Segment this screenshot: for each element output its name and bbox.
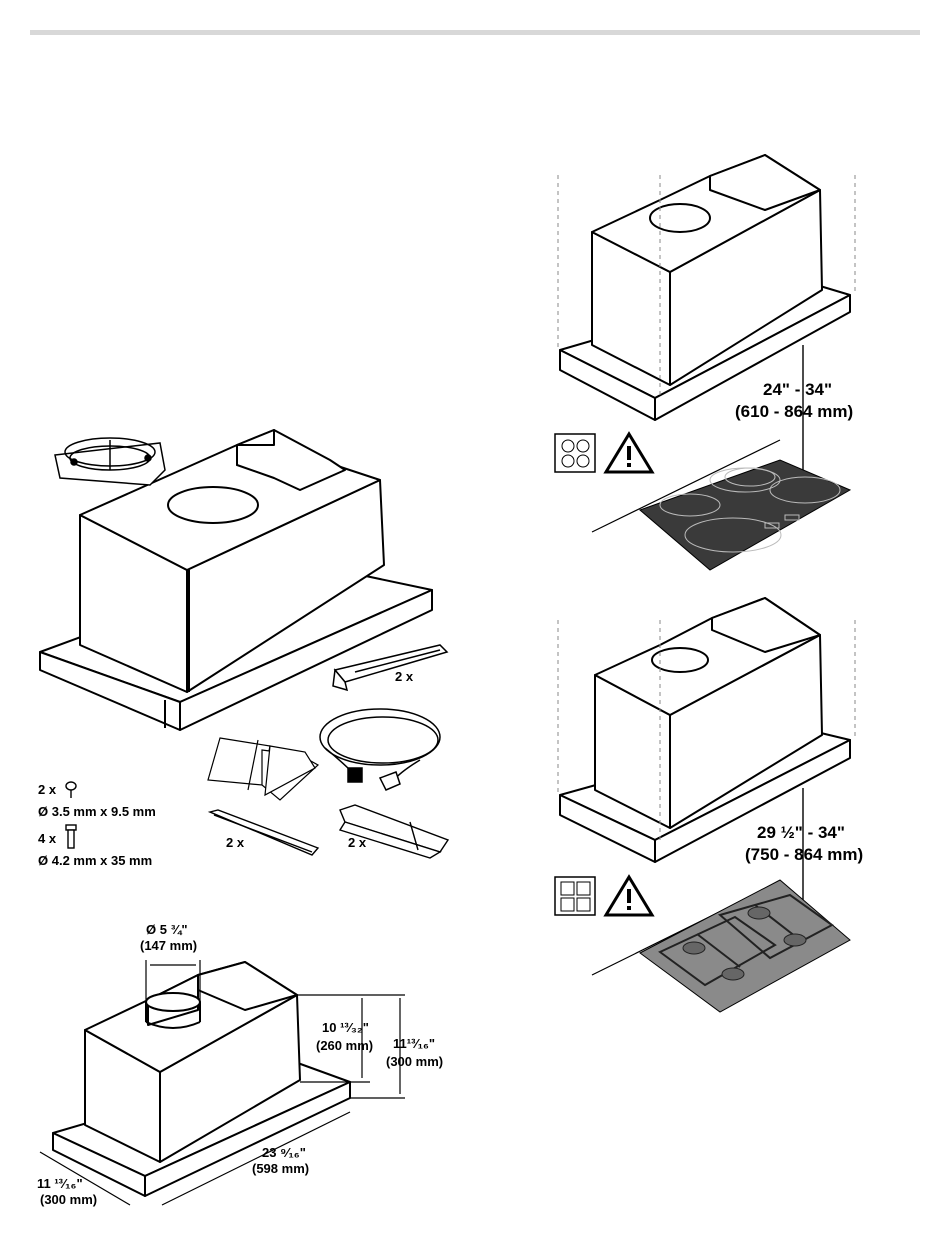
warning-icon-electric <box>606 434 652 472</box>
width-in: 23 ⁹⁄₁₆" <box>262 1145 306 1160</box>
warning-icon-gas <box>606 877 652 915</box>
height1-mm: (260 mm) <box>316 1038 373 1053</box>
width-mm: (598 mm) <box>252 1161 309 1176</box>
manual-booklet-icon <box>208 738 318 800</box>
height1-in: 10 ¹³⁄₃₂" <box>322 1020 369 1035</box>
header-rule <box>30 30 920 35</box>
rail-count: 2 x <box>226 835 245 850</box>
screw2-count: 4 x <box>38 831 57 846</box>
depth-mm: (300 mm) <box>40 1192 97 1207</box>
duct-collar-part <box>55 438 165 485</box>
clearance-electric-in: 24" - 34" <box>763 380 832 399</box>
gas-cooktop-icon <box>555 877 595 915</box>
screw1-size: Ø 3.5 mm x 9.5 mm <box>38 804 156 819</box>
clearance-gas-in: 29 ½" - 34" <box>757 823 845 842</box>
bracket-count: 2 x <box>395 669 414 684</box>
screw1-count: 2 x <box>38 782 57 797</box>
duct-diameter-mm: (147 mm) <box>140 938 197 953</box>
power-cord-part <box>320 709 440 790</box>
clearance-gas-mm: (750 - 864 mm) <box>745 845 863 864</box>
electric-cooktop-icon <box>555 434 595 472</box>
screw-large-icon <box>66 825 76 848</box>
height2-mm: (300 mm) <box>386 1054 443 1069</box>
mounting-bracket-part <box>333 645 447 690</box>
clearance-electric-mm: (610 - 864 mm) <box>735 402 853 421</box>
mounting-clip-part <box>340 805 448 858</box>
screw2-size: Ø 4.2 mm x 35 mm <box>38 853 152 868</box>
screw-small-icon <box>66 782 76 798</box>
duct-diameter-in: Ø 5 ¾" <box>146 922 188 937</box>
depth-in: 11 ¹³⁄₁₆" <box>37 1176 83 1191</box>
height2-in: 11¹³⁄₁₆" <box>393 1036 435 1051</box>
clip-count: 2 x <box>348 835 367 850</box>
